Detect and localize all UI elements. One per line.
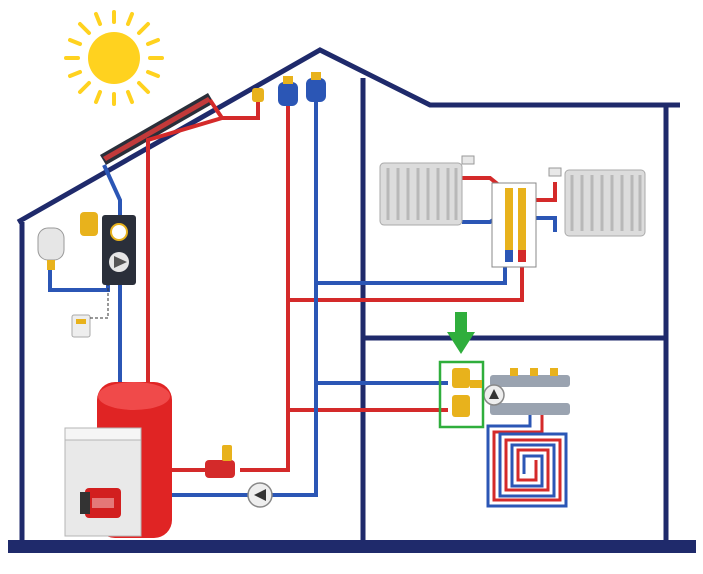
controller-icon <box>71 285 109 338</box>
pipe-solar-return <box>102 164 122 400</box>
pump-icon <box>247 482 273 508</box>
radiator-left <box>379 155 475 226</box>
radiator-right <box>548 167 646 237</box>
highlight-box <box>438 360 485 429</box>
sun-icon <box>64 10 164 106</box>
floor-heating-icon <box>486 415 568 508</box>
pipes-cold <box>48 100 557 497</box>
pipe-riser-hot <box>240 100 290 472</box>
expansion-vessel-icon <box>37 227 65 270</box>
arrow-down-icon <box>447 312 475 354</box>
radiator-icon <box>379 155 646 237</box>
house-outline <box>16 47 680 540</box>
pipe-solar-hot <box>146 98 226 400</box>
manifold-icon <box>491 182 537 268</box>
mixing-valve-icon <box>205 445 235 478</box>
air-vent-icon <box>252 72 326 106</box>
pipe-radiator-hot <box>288 262 524 302</box>
pipe-radiator-cold <box>316 262 507 285</box>
pipe-riser-cold <box>275 100 318 497</box>
boiler-icon <box>64 427 142 537</box>
floor-manifold <box>483 368 570 415</box>
solar-panel-icon <box>100 93 214 165</box>
ground-line <box>8 540 696 553</box>
pump-station-icon <box>80 212 136 285</box>
